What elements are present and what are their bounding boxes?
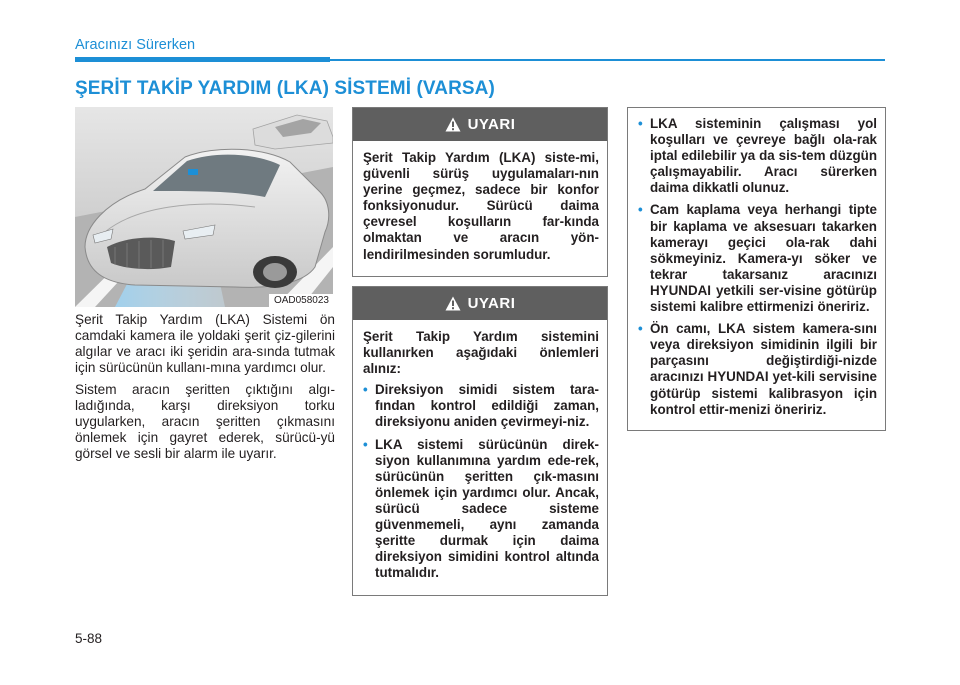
warning-heading: UYARI: [467, 295, 516, 312]
warning-intro: Şerit Takip Yardım sistemini kullanırken…: [363, 329, 599, 377]
warning-box-2: UYARI Şerit Takip Yardım sistemini kulla…: [352, 286, 608, 597]
figure-code: OAD058023: [268, 294, 333, 307]
warning-bullet-list: •LKA sisteminin çalışması yol koşulları …: [638, 116, 877, 418]
page-title: ŞERİT TAKİP YARDIM (LKA) SİSTEMİ (VARSA): [75, 78, 495, 99]
list-item: •Ön camı, LKA sistem kamera-sını veya di…: [638, 321, 877, 417]
body-paragraph: Sistem aracın şeritten çıktığını algı-la…: [75, 382, 335, 461]
continued-warning-box: •LKA sisteminin çalışması yol koşulları …: [627, 107, 886, 431]
warning-heading: UYARI: [467, 116, 516, 133]
warning-header: UYARI: [353, 108, 607, 141]
header-rule-thin: [330, 59, 885, 61]
list-item: •Cam kaplama veya herhangi tipte bir kap…: [638, 202, 877, 315]
lka-car-illustration: OAD058023: [75, 107, 333, 307]
body-text: Şerit Takip Yardım (LKA) Sistemi ön camd…: [75, 312, 335, 468]
header-rule-thick: [75, 57, 330, 62]
list-item: •LKA sistemi sürücünün direk-siyon kulla…: [363, 436, 599, 581]
bullet-icon: •: [638, 202, 643, 218]
warning-triangle-icon: [445, 296, 461, 311]
page-number: 5-88: [75, 631, 103, 646]
warning-triangle-icon: [445, 117, 461, 132]
bullet-icon: •: [363, 436, 368, 452]
section-label: Aracınızı Sürerken: [75, 37, 196, 53]
warning-header: UYARI: [353, 287, 607, 320]
warning-bullet-list: •Direksiyon simidi sistem tara-fından ko…: [363, 382, 599, 581]
bullet-icon: •: [363, 382, 368, 398]
warning-box-1: UYARI Şerit Takip Yardım (LKA) siste-mi,…: [352, 107, 608, 277]
bullet-icon: •: [638, 321, 643, 337]
warning-text: Şerit Takip Yardım (LKA) siste-mi, güven…: [363, 150, 599, 262]
body-paragraph: Şerit Takip Yardım (LKA) Sistemi ön camd…: [75, 312, 335, 375]
bullet-icon: •: [638, 116, 643, 131]
list-item: •LKA sisteminin çalışması yol koşulları …: [638, 116, 877, 196]
list-item: •Direksiyon simidi sistem tara-fından ko…: [363, 382, 599, 430]
